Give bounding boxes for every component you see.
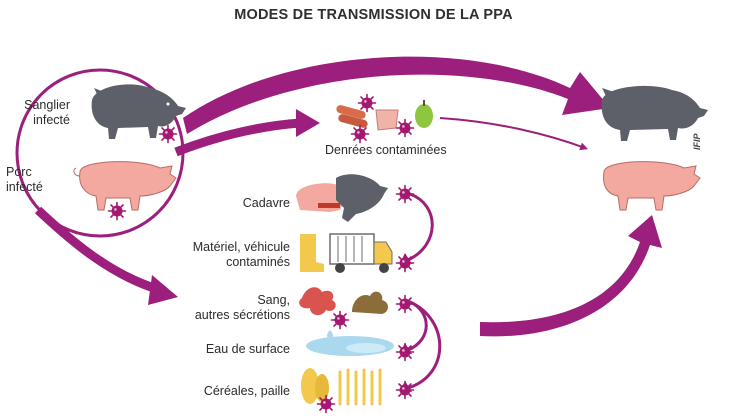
secretion-icon bbox=[352, 291, 388, 314]
puddle-icon bbox=[306, 330, 394, 356]
source-pig-icon bbox=[73, 161, 177, 211]
label-cereals: Céréales, paille bbox=[203, 384, 290, 398]
arrow-to-food bbox=[174, 118, 301, 157]
credit-label: IFIP bbox=[692, 133, 702, 150]
vector-loop-arrows bbox=[406, 192, 442, 390]
label-carcass: Cadavre bbox=[242, 196, 290, 210]
blood-splash-icon bbox=[299, 287, 336, 316]
label-infected-boar: Sanglier infecté bbox=[24, 98, 70, 127]
target-boar-icon bbox=[601, 85, 708, 141]
label-water: Eau de surface bbox=[205, 342, 290, 356]
contact-direct-arrow bbox=[183, 56, 610, 135]
food-items-icon bbox=[336, 100, 433, 131]
arrow-to-vectors bbox=[34, 206, 162, 295]
label-blood: Sang, autres sécrétions bbox=[194, 293, 290, 322]
arrow-food-to-pig bbox=[439, 117, 588, 151]
straw-icon bbox=[338, 368, 382, 406]
carcass-icon bbox=[296, 174, 388, 222]
source-boar-icon bbox=[91, 84, 186, 139]
diagram-title: MODES DE TRANSMISSION DE LA PPA bbox=[234, 7, 513, 23]
target-pig-icon bbox=[603, 161, 701, 211]
label-contaminated-food: Denrées contaminées bbox=[325, 143, 447, 157]
truck-icon bbox=[329, 233, 393, 273]
label-infected-pig: Porc infecté bbox=[6, 165, 43, 194]
boot-icon bbox=[300, 234, 324, 272]
corn-icon bbox=[301, 368, 329, 404]
arrow-to-target bbox=[480, 215, 662, 337]
label-equipment: Matériel, véhicule contaminés bbox=[192, 240, 290, 269]
